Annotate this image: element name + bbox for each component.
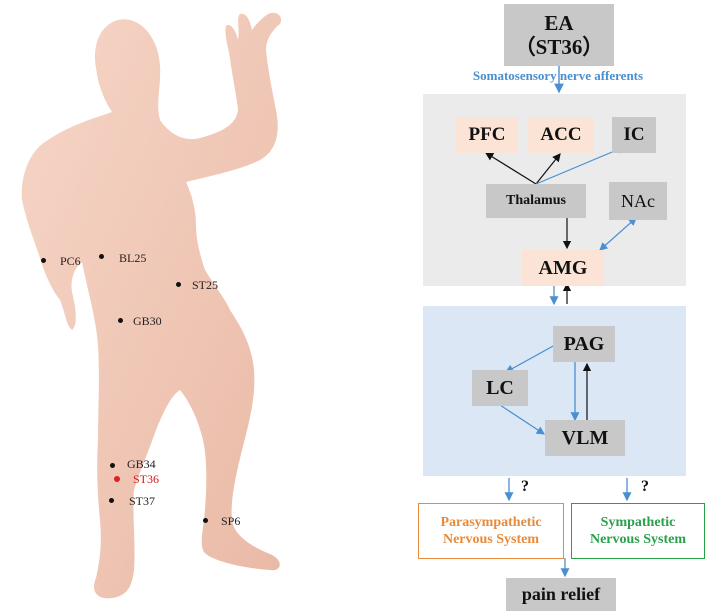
- acupoint-st25-label: ST25: [192, 278, 219, 292]
- nac-box: NAc: [609, 182, 667, 220]
- pfc-box: PFC: [456, 117, 518, 153]
- parasympathetic-line1: Parasympathetic: [440, 514, 542, 530]
- ic-box: IC: [612, 117, 656, 153]
- ea-label: EA: [544, 10, 574, 35]
- lc-box: LC: [472, 370, 528, 406]
- afferent-label: Somatosensory nerve afferents: [472, 68, 644, 83]
- acupoint-pc6-label: PC6: [60, 254, 81, 268]
- thalamus-box: Thalamus: [486, 184, 586, 218]
- acupoint-bl25-dot: [99, 254, 104, 259]
- ea-st36-box: EA （ST36）: [504, 4, 614, 66]
- vlm-box: VLM: [545, 420, 625, 456]
- amg-box: AMG: [522, 250, 604, 286]
- acupoint-sp6-dot: [203, 518, 208, 523]
- human-body-figure: [21, 12, 282, 599]
- parasympathetic-box: Parasympathetic Nervous System: [418, 503, 564, 559]
- acupoint-st37-label: ST37: [129, 494, 156, 508]
- acupoint-gb34-dot: [110, 463, 115, 468]
- acupoint-sp6-label: SP6: [221, 514, 241, 528]
- pain-relief-box: pain relief: [506, 578, 616, 611]
- acupoint-gb30-dot: [118, 318, 123, 323]
- body-silhouette: [21, 12, 282, 599]
- question-mark-sympathetic: ?: [641, 478, 649, 495]
- acc-box: ACC: [528, 117, 594, 153]
- acupoint-st37-dot: [109, 498, 114, 503]
- pag-box: PAG: [553, 326, 615, 362]
- st36-label: （ST36）: [514, 35, 604, 59]
- acupoint-st36-label: ST36: [133, 472, 160, 486]
- acupoint-gb30-label: GB30: [133, 314, 162, 328]
- acupoint-st36-dot: [114, 476, 120, 482]
- sympathetic-line1: Sympathetic: [600, 514, 676, 530]
- acupoint-gb34-label: GB34: [127, 457, 156, 471]
- question-mark-parasympathetic: ?: [521, 478, 529, 495]
- acupoint-bl25-label: BL25: [119, 251, 147, 265]
- acupoint-pc6-dot: [41, 258, 46, 263]
- parasympathetic-line2: Nervous System: [442, 532, 540, 547]
- acupoint-st25-dot: [176, 282, 181, 287]
- sympathetic-box: Sympathetic Nervous System: [571, 503, 705, 559]
- sympathetic-line2: Nervous System: [589, 532, 687, 547]
